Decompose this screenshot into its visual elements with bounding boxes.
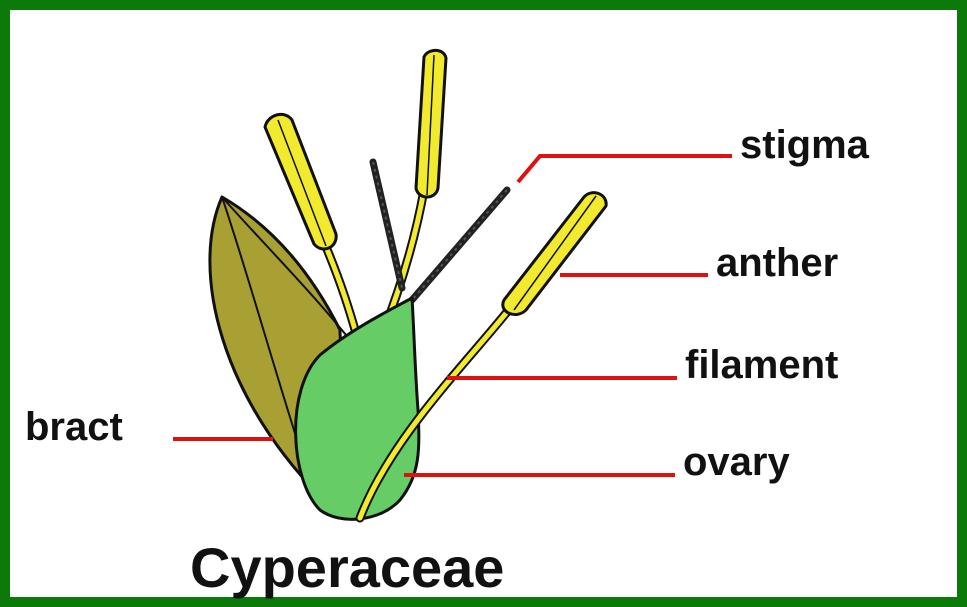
filament-label: filament xyxy=(685,345,838,385)
cyperaceae-flower-illustration xyxy=(10,10,967,607)
bract-label: bract xyxy=(25,407,123,447)
stigma-branches xyxy=(373,162,507,300)
stigma-leader-line xyxy=(518,156,732,182)
diagram-title: Cyperaceae xyxy=(190,540,504,596)
ovary-label: ovary xyxy=(683,442,790,482)
stigma-label: stigma xyxy=(740,125,869,165)
diagram-frame: stigma anther filament ovary bract Cyper… xyxy=(10,10,957,597)
anther-label: anther xyxy=(716,243,838,283)
